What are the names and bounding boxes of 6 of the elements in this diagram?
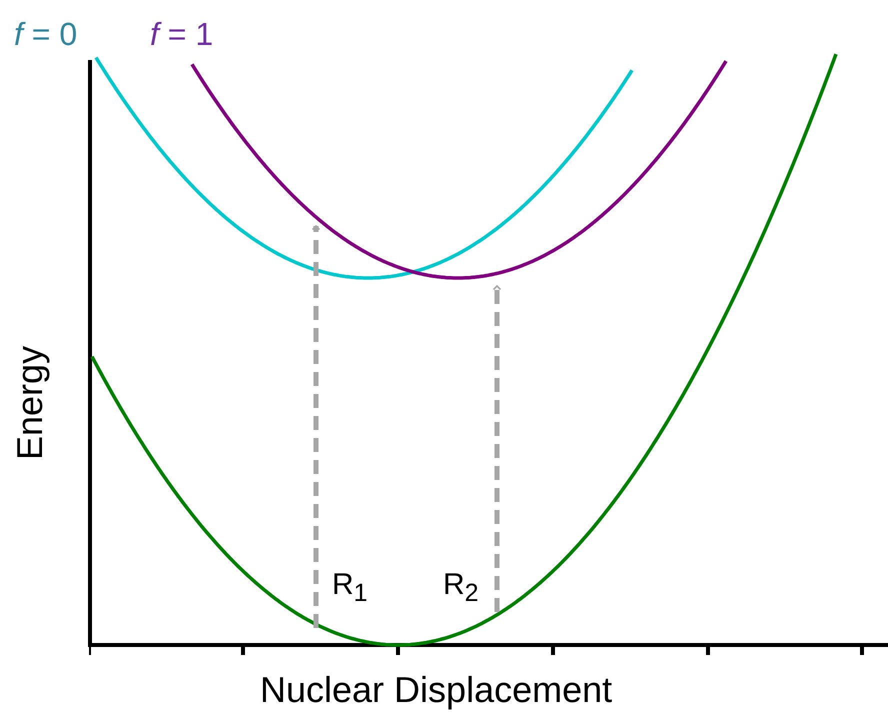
curve-label: f = 1	[150, 18, 214, 50]
curve-label: f = 0	[14, 18, 78, 50]
transition-label: R$_{2}$	[443, 570, 479, 606]
axis-title: Nuclear Displacement	[260, 672, 612, 708]
transition-label: R$_{1}$	[332, 570, 368, 606]
axis-title: Energy	[12, 346, 48, 460]
